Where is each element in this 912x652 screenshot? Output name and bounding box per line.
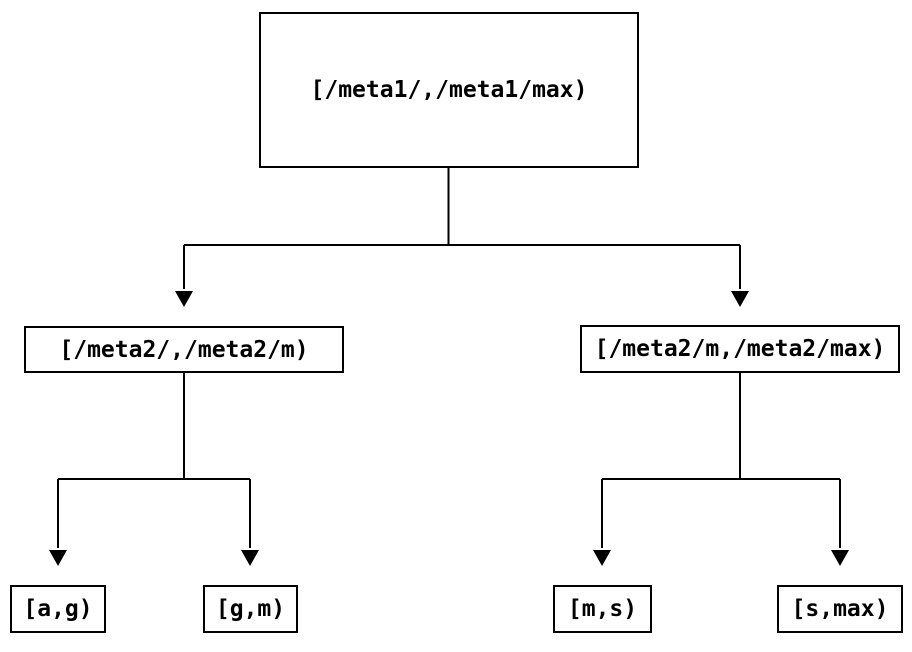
node-leaf-ag-label: [a,g)	[23, 596, 93, 622]
node-right-range: [/meta2/m,/meta2/max)	[580, 325, 900, 373]
node-left-range: [/meta2/,/meta2/m)	[24, 326, 344, 373]
node-leaf-ag: [a,g)	[10, 585, 106, 633]
arrowhead-left-child	[175, 291, 193, 307]
arrowhead-leaf-gm	[241, 550, 259, 566]
arrowhead-leaf-smax	[831, 550, 849, 566]
node-leaf-smax-label: [s,max)	[791, 596, 889, 622]
arrowhead-leaf-ms	[593, 550, 611, 566]
arrowhead-right-child	[731, 291, 749, 307]
node-root-label: [/meta1/,/meta1/max)	[310, 77, 588, 103]
node-root-range: [/meta1/,/meta1/max)	[259, 12, 639, 168]
node-left-label: [/meta2/,/meta2/m)	[59, 336, 309, 363]
node-leaf-smax: [s,max)	[777, 585, 903, 633]
node-leaf-ms-label: [m,s)	[567, 596, 638, 622]
node-leaf-gm: [g,m)	[203, 585, 298, 633]
node-right-label: [/meta2/m,/meta2/max)	[594, 336, 886, 362]
node-leaf-gm-label: [g,m)	[215, 596, 286, 622]
node-leaf-ms: [m,s)	[553, 585, 652, 633]
arrowhead-leaf-ag	[49, 550, 67, 566]
